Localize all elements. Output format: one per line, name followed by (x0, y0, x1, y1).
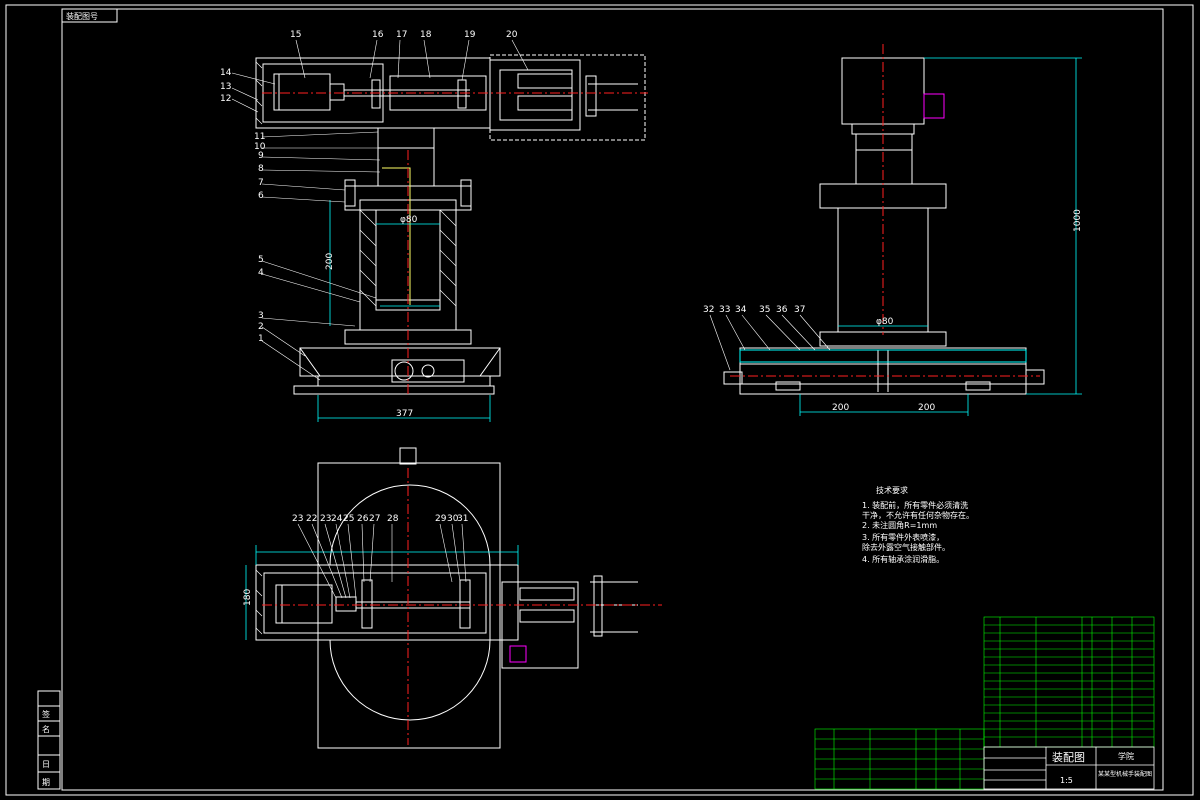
top-dimensions (245, 545, 519, 640)
left-margin-table: 签 名 日 期 (37, 690, 61, 790)
motor-body (273, 73, 331, 111)
callout-9: 9 (258, 151, 264, 161)
top-leaders (297, 523, 467, 599)
callout-16: 16 (372, 30, 384, 40)
margin-label-3: 日 (42, 760, 50, 769)
callout-29: 29 (435, 514, 447, 524)
top-hatching (255, 569, 263, 635)
callout-18: 18 (420, 30, 432, 40)
callout-37: 37 (794, 305, 805, 315)
dim-side-right: 200 (918, 403, 935, 413)
callout-17: 17 (396, 30, 407, 40)
callout-28: 28 (387, 514, 399, 524)
dim-side-left: 200 (832, 403, 849, 413)
parts-list-table (983, 616, 1155, 748)
callout-23a: 23 (292, 514, 303, 524)
title-block-name: 装配图 (1052, 751, 1085, 764)
dim-column-height: 200 (325, 253, 335, 270)
callout-26: 26 (357, 514, 369, 524)
callout-31: 31 (457, 514, 468, 524)
tech-req-line-1: 1. 装配前，所有零件必须清洗 (862, 500, 968, 510)
dim-top-height: 180 (243, 589, 253, 606)
tech-req-line-4: 3. 所有零件外表喷漆， (862, 532, 944, 542)
callout-5: 5 (258, 255, 264, 265)
title-block-drawing-no: 某某型机械手装配图 (1098, 770, 1152, 778)
margin-label-4: 期 (42, 778, 50, 787)
callout-2: 2 (258, 322, 264, 332)
tech-req-line-5: 除去外露空气接触部件。 (862, 542, 950, 552)
drawing-number-tag: 装配图号 (66, 11, 98, 21)
dim-base-width: 377 (396, 409, 413, 419)
technical-requirements: 技术要求 1. 装配前，所有零件必须清洗 干净，不允许有任何杂物存在。 2. 未… (862, 485, 974, 564)
tech-req-line-2: 干净，不允许有任何杂物存在。 (862, 510, 974, 520)
callout-22: 22 (306, 514, 317, 524)
callout-19: 19 (464, 30, 476, 40)
dim-overall-height: 1000 (1073, 209, 1083, 232)
tech-req-heading: 技术要求 (876, 485, 908, 495)
dim-column-inner: φ80 (400, 215, 418, 225)
side-view (723, 57, 1045, 395)
front-hatching (255, 61, 457, 307)
margin-label-1: 签 (42, 709, 50, 719)
callout-12: 12 (220, 94, 231, 104)
side-dimensions (799, 57, 1082, 416)
callout-15: 15 (290, 30, 301, 40)
callout-24: 24 (331, 514, 343, 524)
top-magenta-motor (509, 645, 527, 663)
callout-6: 6 (258, 191, 264, 201)
front-dimensions (317, 200, 491, 422)
callout-7: 7 (258, 178, 264, 188)
callout-27: 27 (369, 514, 380, 524)
drawing-number-tag-frame (61, 8, 118, 23)
tech-req-line-3: 2. 未注圆角R=1mm (862, 520, 937, 530)
callout-13: 13 (220, 82, 231, 92)
callout-35: 35 (759, 305, 770, 315)
callout-14: 14 (220, 68, 232, 78)
callout-32: 32 (703, 305, 714, 315)
callout-25: 25 (343, 514, 354, 524)
side-base-cyan-band (739, 349, 1027, 363)
front-view (255, 54, 646, 395)
title-block-school: 学院 (1118, 751, 1134, 761)
hidden-rod (382, 167, 411, 305)
callout-11: 11 (254, 132, 265, 142)
outer-sheet-border (5, 4, 1194, 796)
top-motor-body (275, 584, 333, 624)
callout-23b: 23 (320, 514, 331, 524)
top-view (255, 447, 638, 749)
callout-33: 33 (719, 305, 730, 315)
callout-34: 34 (735, 305, 747, 315)
callout-20: 20 (506, 30, 518, 40)
front-leaders (231, 39, 529, 381)
side-leaders (709, 314, 831, 371)
inner-sheet-border (61, 8, 1164, 791)
callout-10: 10 (254, 142, 266, 152)
callout-1: 1 (258, 334, 264, 344)
callout-36: 36 (776, 305, 788, 315)
tech-req-line-6: 4. 所有轴承涂润滑脂。 (862, 554, 944, 564)
parts-list-lower (814, 728, 985, 790)
callout-3: 3 (258, 311, 264, 321)
callout-8: 8 (258, 164, 264, 174)
title-block (983, 746, 1155, 790)
margin-label-2: 名 (42, 724, 50, 734)
title-block-scale: 1:5 (1060, 776, 1073, 785)
dim-side-top: φ80 (876, 317, 894, 327)
front-callout-numbers: 1 2 3 4 5 6 7 8 9 10 11 12 13 14 15 16 1… (220, 30, 518, 344)
callout-4: 4 (258, 268, 264, 278)
callout-30: 30 (447, 514, 459, 524)
